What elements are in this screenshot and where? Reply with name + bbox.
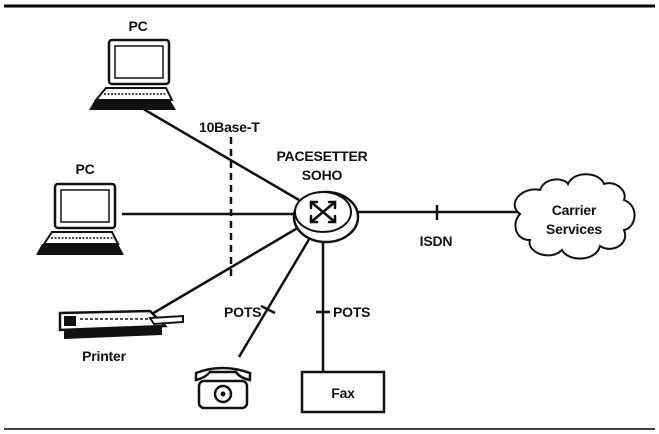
fax-box [300,370,386,414]
pc-middle [36,182,124,255]
connections [122,98,520,372]
carrier-label-line2: Services [546,221,602,237]
pc-middle-monitor [53,182,117,230]
router-icon [292,190,360,244]
10base-t-label: 10Base-T [199,119,260,135]
pc-middle-keyboard [36,231,124,255]
telephone-icon [194,366,252,410]
printer-link [144,224,302,320]
pc-top [89,38,176,110]
router-name-line1: PACESETTER [276,148,367,164]
pc-middle-label: PC [75,161,94,177]
pots-right-label: POTS [333,304,370,320]
isdn-label: ISDN [420,233,453,249]
printer-label: Printer [82,348,126,364]
cloud-icon [513,173,636,260]
pc-top-label: PC [128,18,147,34]
pc-top-monitor [107,38,171,86]
pc-top-link [127,98,300,202]
router-name-line2: SOHO [302,167,343,183]
router-arrows [309,200,337,224]
pc-top-keyboard [89,87,176,110]
pots-left-label: POTS [224,304,261,320]
phone-link [237,235,313,358]
tick-marks [260,205,439,315]
pots-left-tick [260,304,276,315]
printer-icon [58,309,184,339]
carrier-label-line1: Carrier [552,202,597,218]
fax-label: Fax [331,385,355,401]
